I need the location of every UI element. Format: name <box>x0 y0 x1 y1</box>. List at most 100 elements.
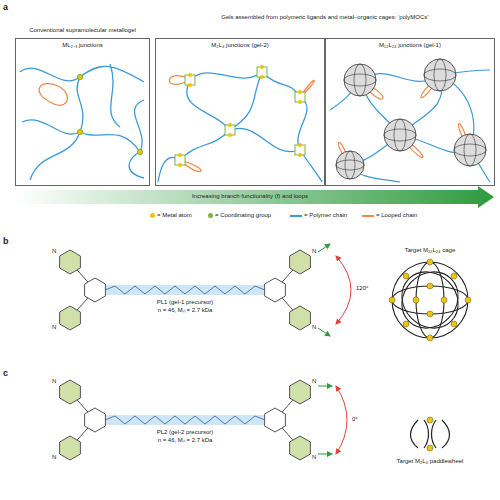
legend-item: = Coordinating group <box>208 212 271 219</box>
drawing-circle <box>228 133 232 137</box>
drawing-path <box>180 130 230 160</box>
drawing-path <box>129 152 144 178</box>
drawing-circle <box>137 149 142 154</box>
drawing-ellipse <box>416 262 444 338</box>
drawing-ellipse <box>336 160 364 170</box>
drawing-path <box>134 100 144 152</box>
drawing-path <box>298 97 307 150</box>
drawing-use <box>290 380 311 404</box>
vector-arrow <box>318 454 332 455</box>
drawing-circle <box>441 297 447 303</box>
drawing-circle <box>427 259 433 265</box>
drawing-circle <box>403 273 409 279</box>
m12l24-cage <box>390 260 469 339</box>
panel-heading: Conventional supramolecular metallogel <box>16 27 149 34</box>
legend-item: = Metal atom <box>150 212 192 219</box>
target-label: Target M₁₂L₂₄ cage <box>380 247 480 254</box>
angle-label: 0° <box>352 416 366 423</box>
drawing-circle <box>77 74 82 79</box>
network-panel: M₂L₄ junctions (gel-2) <box>155 38 325 186</box>
drawing-path <box>230 128 300 151</box>
legend-swatch <box>150 213 155 218</box>
drawing-circle <box>260 65 264 69</box>
legend-text: = Coordinating group <box>215 212 271 219</box>
drawing-circle <box>451 273 457 279</box>
angle-label: 120° <box>356 285 378 292</box>
drawing-ellipse <box>354 64 366 96</box>
drawing-use <box>85 408 106 432</box>
drawing-circle <box>344 64 376 96</box>
legend-text: = Polymer chain <box>304 212 347 219</box>
drawing-path <box>20 66 144 82</box>
atom-label: N <box>312 324 318 331</box>
drawing-path <box>424 420 429 448</box>
drawing-circle <box>389 297 395 303</box>
drawing-circle <box>188 73 192 77</box>
drawing-use <box>60 250 81 274</box>
vector-arrow <box>318 244 330 252</box>
drawing-ellipse <box>345 151 355 179</box>
atom-label: N <box>52 454 58 461</box>
metal-junctions <box>77 74 142 154</box>
panel-letter: a <box>3 2 15 13</box>
atom-label: N <box>52 248 58 255</box>
drawing-circle <box>336 151 364 179</box>
drawing-path <box>30 77 83 180</box>
drawing-circle <box>454 134 486 166</box>
cage-metals <box>389 259 471 341</box>
drawing-circle <box>260 75 264 79</box>
drawing-use <box>290 436 311 460</box>
drawing-path <box>187 80 230 130</box>
drawing-use <box>265 278 286 302</box>
looped-chain <box>39 84 67 106</box>
drawing-circle <box>451 321 457 327</box>
drawing-ellipse <box>394 119 406 151</box>
legend-text: = Metal atom <box>157 212 192 219</box>
panel-letter: b <box>3 236 15 247</box>
drawing-ellipse <box>390 260 469 339</box>
drawing-circle <box>465 297 471 303</box>
drawing-circle <box>298 143 302 147</box>
legend-item: = Looped chain <box>362 212 417 219</box>
polymer-band <box>105 285 265 295</box>
network-panel: Conventional supramolecular metallogelML… <box>15 38 150 186</box>
drawing-circle <box>427 335 433 341</box>
drawing-path <box>190 72 262 80</box>
drawing-use <box>265 408 286 432</box>
network-panel: M₁₂L₂₄ junctions (gel-1) <box>325 38 495 186</box>
atom-label: N <box>52 378 58 385</box>
paddlewheel-junctions <box>175 67 305 165</box>
drawing-ellipse <box>384 129 416 141</box>
drawing-circle <box>427 311 433 317</box>
ligand-name: PL1 (gel-1 precursor) <box>120 299 250 306</box>
ligand-name: PL2 (gel-2 precursor) <box>120 429 250 436</box>
vector-arrow <box>318 328 330 336</box>
atom-label: N <box>312 454 318 461</box>
drawing-circle <box>298 100 302 104</box>
drawing-ellipse <box>390 260 469 339</box>
drawing-circle <box>188 83 192 87</box>
drawing-use <box>60 380 81 404</box>
drawing-ellipse <box>454 144 486 156</box>
legend-swatch <box>290 215 302 217</box>
polymer-chain <box>105 286 265 294</box>
junction-label: M₁₂L₂₄ junctions (gel-1) <box>377 42 443 49</box>
junction-label: ML₂₋₃ junctions <box>60 42 104 49</box>
drawing-circle <box>427 283 433 289</box>
drawing-ellipse <box>344 74 376 86</box>
angle-arrow <box>336 386 347 454</box>
drawing-path <box>110 64 120 127</box>
legend-swatch <box>208 213 213 218</box>
cage-lattice <box>336 59 486 179</box>
legend-item: = Polymer chain <box>290 212 347 219</box>
ligand-bonds <box>70 392 300 448</box>
drawing-circle <box>427 417 433 423</box>
drawing-circle <box>427 445 433 451</box>
trend-label: Increasing branch functionality (f) and … <box>150 193 350 200</box>
drawing-circle <box>403 321 409 327</box>
drawing-use <box>85 278 106 302</box>
trend-arrow <box>15 186 494 208</box>
drawing-path <box>262 72 300 97</box>
cage-junctions <box>336 59 486 179</box>
